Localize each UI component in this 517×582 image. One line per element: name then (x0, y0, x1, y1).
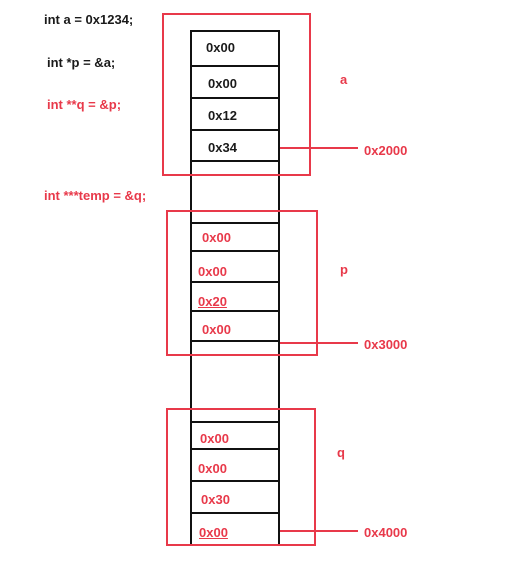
cell-divider (190, 480, 280, 482)
cell-divider (190, 222, 280, 224)
byte-q-0: 0x00 (200, 431, 229, 446)
byte-p-2: 0x20 (198, 294, 227, 309)
byte-a-1: 0x00 (208, 76, 237, 91)
address-a-label: 0x2000 (364, 143, 408, 158)
cell-divider (190, 310, 280, 312)
cell-divider (190, 97, 280, 99)
byte-q-3: 0x00 (199, 525, 228, 540)
variable-a-label: a (340, 72, 348, 87)
cell-divider (190, 65, 280, 67)
byte-p-3: 0x00 (202, 322, 231, 337)
byte-p-0: 0x00 (202, 230, 231, 245)
address-a-pointer (280, 147, 358, 149)
address-p-pointer (280, 342, 358, 344)
cell-divider (190, 421, 280, 423)
variable-q-label: q (337, 445, 345, 460)
cell-divider (190, 448, 280, 450)
byte-q-2: 0x30 (201, 492, 230, 507)
variable-q-frame (166, 408, 316, 546)
cell-divider (190, 340, 280, 342)
byte-q-1: 0x00 (198, 461, 227, 476)
cell-divider (190, 160, 280, 162)
code-line-declare-a: int a = 0x1234; (44, 12, 134, 27)
variable-a-frame (162, 13, 311, 176)
byte-a-3: 0x34 (208, 140, 237, 155)
cell-divider (190, 512, 280, 514)
cell-divider (190, 281, 280, 283)
code-line-declare-p: int *p = &a; (47, 55, 116, 70)
address-q-label: 0x4000 (364, 525, 408, 540)
byte-a-0: 0x00 (206, 40, 235, 55)
cell-divider (190, 250, 280, 252)
code-line-declare-q: int **q = &p; (47, 97, 122, 112)
variable-p-label: p (340, 262, 348, 277)
code-line-declare-temp: int ***temp = &q; (44, 188, 147, 203)
byte-p-1: 0x00 (198, 264, 227, 279)
variable-p-frame (166, 210, 318, 356)
cell-divider (190, 129, 280, 131)
address-p-label: 0x3000 (364, 337, 408, 352)
byte-a-2: 0x12 (208, 108, 237, 123)
address-q-pointer (280, 530, 358, 532)
